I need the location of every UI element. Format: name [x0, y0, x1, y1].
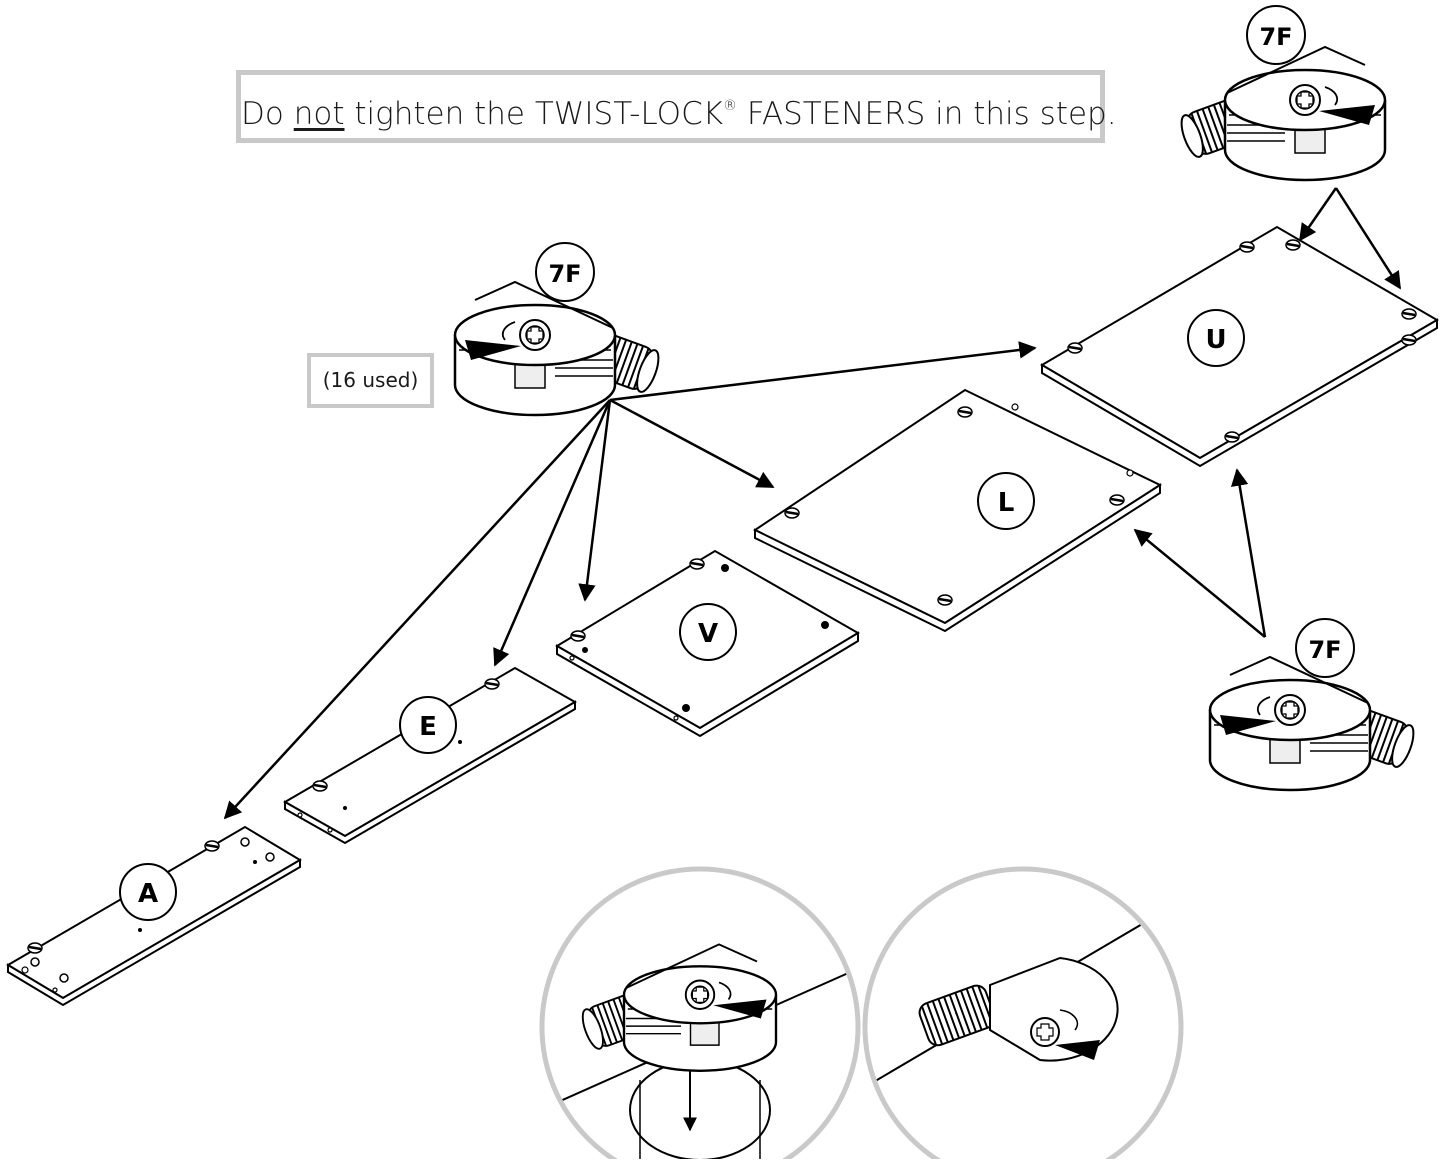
fastener-7f-left	[453, 280, 665, 417]
panel-l	[752, 388, 1163, 633]
fastener-label-top-right: 7F	[1259, 23, 1292, 51]
arrow-to-u-right	[1334, 187, 1402, 290]
arrow-to-l-right	[1133, 528, 1266, 638]
instruction-emphasis: not	[293, 96, 345, 132]
arrow-to-e	[493, 399, 612, 667]
fastener-callout-top-right: 7F	[1246, 5, 1306, 65]
svg-text:E: E	[419, 712, 437, 742]
arrow-to-l	[609, 398, 775, 489]
svg-text:V: V	[698, 619, 718, 649]
fastener-callout-left: 7F	[535, 242, 595, 302]
panel-label-a: A	[119, 863, 177, 921]
quantity-note: (16 used)	[307, 353, 434, 408]
arrow-to-a	[223, 399, 611, 820]
panel-label-l: L	[977, 472, 1035, 530]
fastener-label-bottom-right: 7F	[1308, 636, 1341, 664]
fastener-callout-bottom-right: 7F	[1295, 618, 1355, 678]
instruction-suffix: FASTENERS in this step.	[737, 96, 1117, 132]
panel-label-v: V	[679, 603, 737, 661]
arrow-to-u	[609, 341, 1037, 402]
svg-text:U: U	[1205, 325, 1226, 355]
svg-text:A: A	[138, 879, 158, 909]
detail-seated-fastener	[862, 866, 1184, 1163]
registered-mark: ®	[723, 98, 738, 114]
fastener-7f-bottom-right	[1208, 655, 1420, 792]
fastener-label-left: 7F	[548, 260, 581, 288]
panel-e	[282, 666, 578, 845]
detail-insert-fastener	[539, 866, 861, 1163]
instruction-note: Do not tighten the TWIST-LOCK® FASTENERS…	[236, 70, 1117, 143]
arrows	[223, 187, 1402, 820]
panel-label-e: E	[399, 696, 457, 754]
svg-text:L: L	[998, 488, 1015, 518]
arrow-to-v	[578, 399, 612, 602]
fastener-7f-top-right	[1175, 45, 1387, 182]
instruction-middle: tighten the TWIST-LOCK	[344, 96, 724, 132]
panel-label-u: U	[1187, 309, 1245, 367]
arrow-to-u-bottom	[1230, 468, 1267, 638]
instruction-prefix: Do	[241, 96, 294, 132]
arrow-to-u-top	[1298, 187, 1338, 242]
